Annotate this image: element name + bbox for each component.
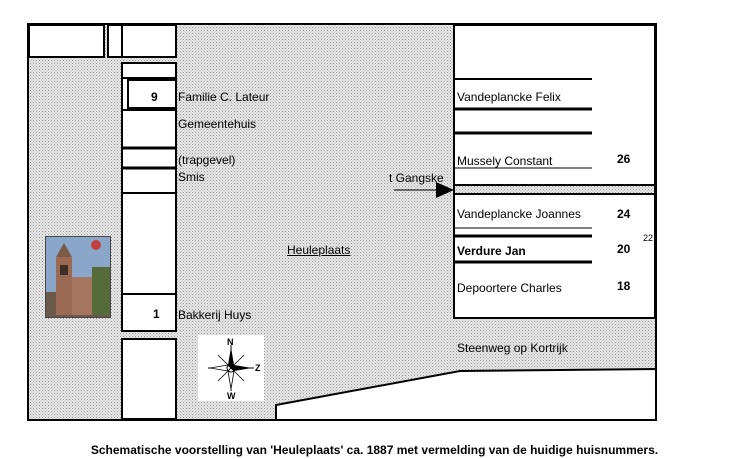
- house-label-depoortere: Depoortere Charles: [457, 281, 562, 295]
- house-label-trapgevel: (trapgevel): [178, 153, 235, 167]
- house-label-smis: Smis: [178, 170, 205, 184]
- passage-gangske: [454, 185, 655, 194]
- house-number-extra: 22: [643, 231, 653, 245]
- house-label-gemeentehuis: Gemeentehuis: [178, 117, 256, 131]
- figure-caption: Schematische voorstelling van 'Heuleplaa…: [0, 443, 749, 457]
- building-block: [122, 25, 176, 57]
- house-number: 18: [617, 279, 630, 293]
- church-photo-icon: [45, 236, 111, 318]
- house-label-vandeplancke-felix: Vandeplancke Felix: [457, 90, 561, 104]
- house-label-lateur: Familie C. Lateur: [178, 90, 269, 104]
- passage-label: t Gangske: [389, 171, 444, 185]
- house-number: 20: [617, 242, 630, 256]
- house-number: 9: [151, 90, 158, 104]
- building-block: [122, 339, 176, 419]
- building-block: [29, 25, 104, 57]
- house-label-vandeplancke-joannes: Vandeplancke Joannes: [457, 207, 581, 221]
- street-label: Steenweg op Kortrijk: [457, 341, 568, 355]
- compass-rose-icon: N Z W: [198, 335, 264, 401]
- house-number: 26: [617, 152, 630, 166]
- map-canvas: [0, 0, 749, 440]
- compass-south: W: [227, 389, 236, 403]
- house-label-verdure: Verdure Jan: [457, 244, 526, 258]
- compass-north: N: [227, 335, 234, 349]
- compass-south-east: Z: [255, 361, 261, 375]
- house-number: 24: [617, 207, 630, 221]
- house-label-mussely: Mussely Constant: [457, 154, 552, 168]
- house-number: 1: [153, 307, 160, 321]
- building-block: [108, 25, 122, 57]
- house-label-bakkerij: Bakkerij Huys: [178, 308, 251, 322]
- square-label: Heuleplaats: [287, 243, 350, 257]
